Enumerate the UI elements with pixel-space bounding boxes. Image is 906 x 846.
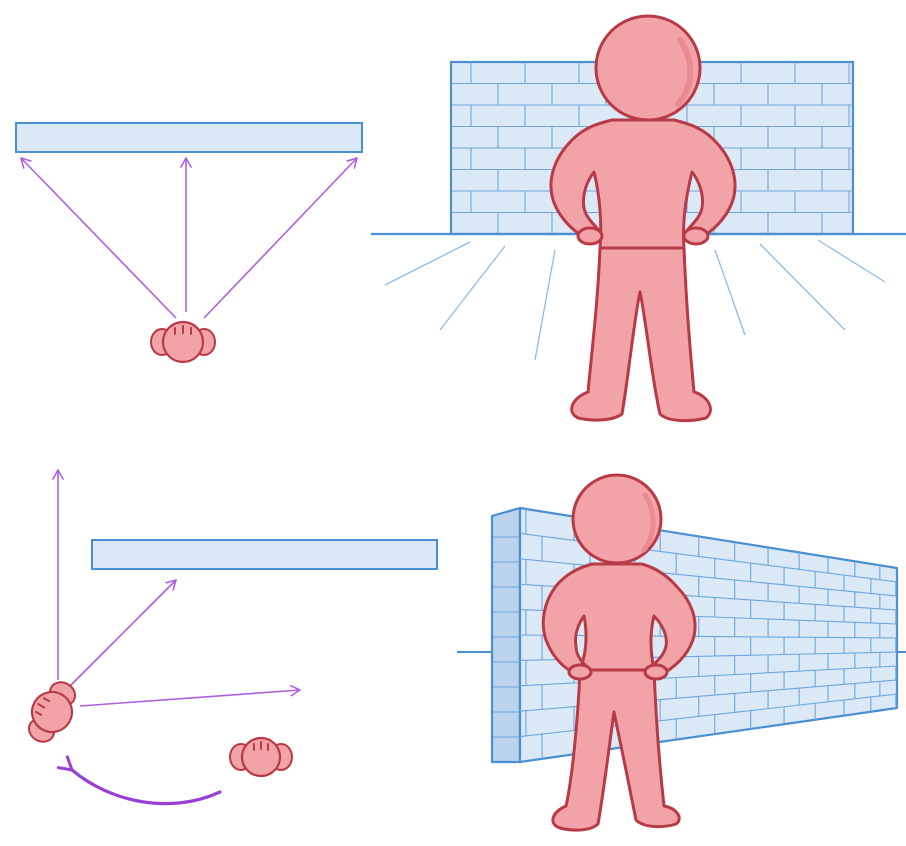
top-down-head-icon-original [229,736,293,778]
top-view-angled-panel [27,469,438,806]
brick-row-line [520,634,897,639]
standing-figure-front [549,14,737,423]
view-arrow-right [203,157,358,319]
wall-top-view [15,122,363,153]
standing-figure-angled [541,473,697,832]
brick-row-line [520,558,897,597]
wall-top-view-angled [91,539,438,570]
figure-front-wall-panel [371,14,906,423]
top-down-head-icon-rotated [27,681,77,743]
rotation-arrow [56,755,222,806]
view-arrow-left [20,157,177,319]
top-view-frontal-panel [15,122,363,364]
view-arrow-diagonal [69,579,177,687]
figure-angled-wall-panel [457,473,906,832]
view-arrow-right-angled [79,684,301,707]
top-down-head-icon [150,320,216,364]
